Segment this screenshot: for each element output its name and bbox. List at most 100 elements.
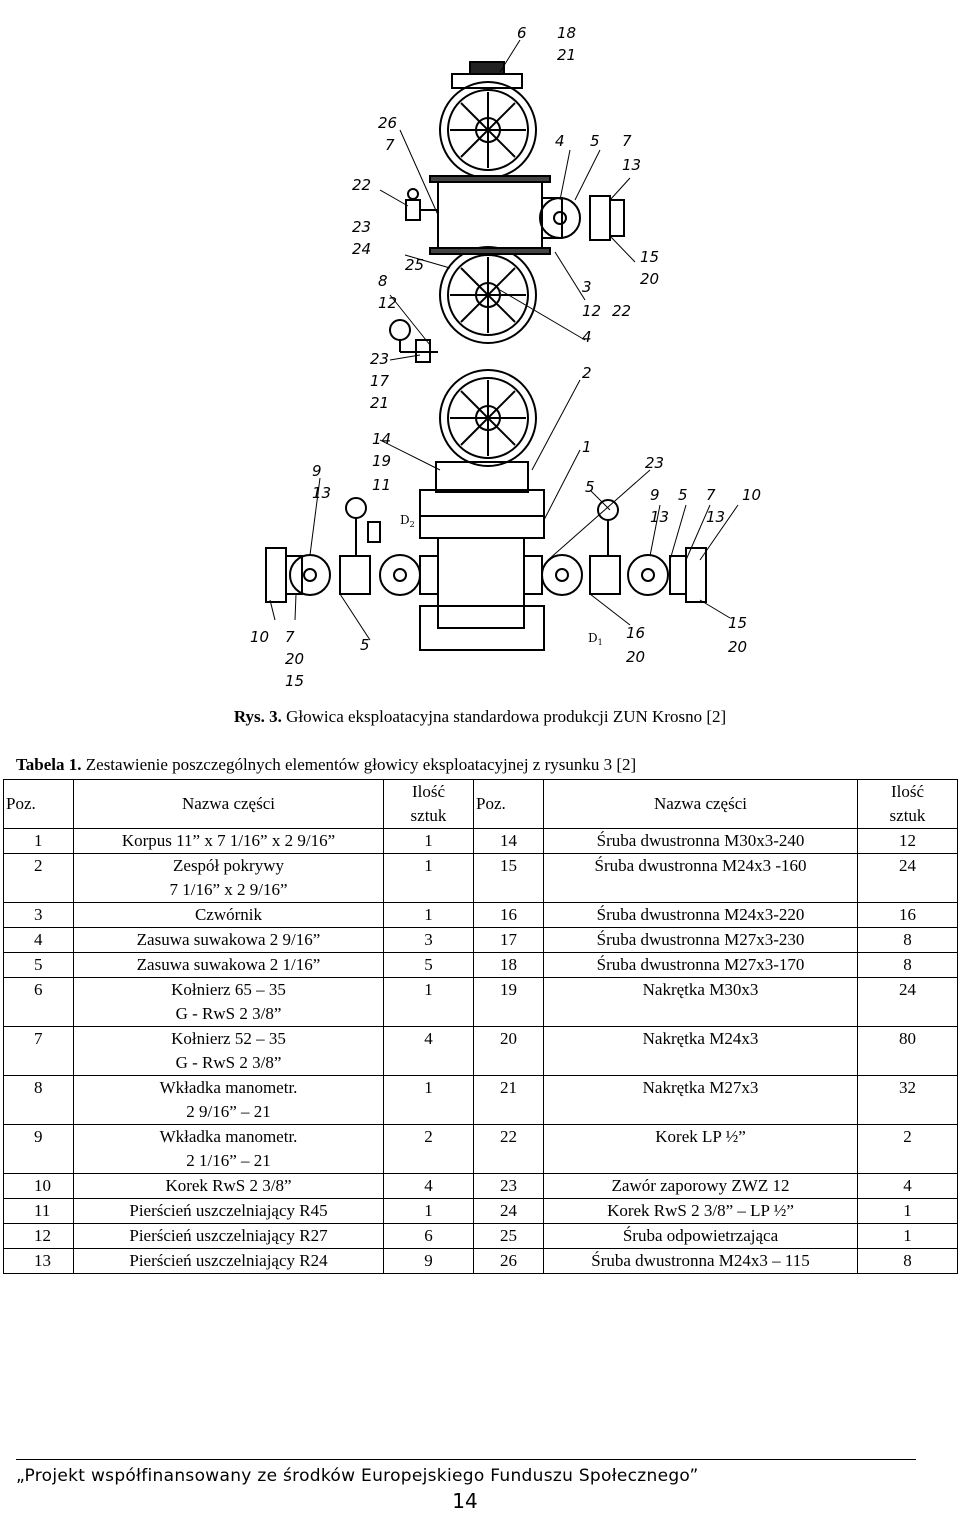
cell-poz: 18 [473, 952, 544, 978]
cell-name: Śruba dwustronna M24x3 – 115 [543, 1248, 858, 1274]
cell-poz: 11 [3, 1198, 74, 1224]
cell-name-line: Kołnierz 65 – 35 [171, 980, 286, 999]
cell-qty: 8 [857, 1248, 958, 1274]
cell-qty: 32 [857, 1075, 958, 1125]
cell-qty: 2 [383, 1124, 474, 1174]
callout: 20 [626, 648, 645, 666]
callout: 20 [728, 638, 747, 656]
callout: 15 [728, 614, 747, 632]
callout: 5 [590, 132, 600, 150]
footer-divider [16, 1459, 916, 1460]
cell-poz: 17 [473, 927, 544, 953]
cell-poz: 9 [3, 1124, 74, 1174]
cell-qty: 1 [857, 1198, 958, 1224]
callout: 13 [706, 508, 725, 526]
cell-name-line: Korek RwS 2 3/8” [165, 1176, 292, 1195]
cell-name: Śruba dwustronna M27x3-170 [543, 952, 858, 978]
cell-name-line: Zasuwa suwakowa 2 9/16” [136, 930, 321, 949]
cell-poz: 12 [3, 1223, 74, 1249]
cell-name-line: Pierścień uszczelniający R45 [129, 1201, 328, 1220]
callout: 5 [585, 478, 595, 496]
cell-poz: 4 [3, 927, 74, 953]
callout: 25 [405, 256, 424, 274]
cell-poz: 22 [473, 1124, 544, 1174]
callout: 15 [285, 672, 304, 690]
caption-prefix: Rys. 3. [233, 707, 282, 726]
callout: 16 [626, 624, 645, 642]
wellhead-drawing: 6 18 21 26 7 22 23 24 25 4 5 7 13 15 20 … [230, 0, 770, 695]
cell-name: Korek LP ½” [543, 1124, 858, 1174]
cell-qty: 4 [383, 1026, 474, 1076]
cell-poz: 15 [473, 853, 544, 903]
callout: 13 [312, 484, 331, 502]
callout: 21 [557, 46, 576, 64]
figure-caption: Rys. 3. Głowica eksploatacyjna standardo… [0, 707, 960, 727]
cell-qty: 1 [383, 902, 474, 928]
cell-name-line: G - RwS 2 3/8” [175, 1053, 282, 1072]
cell-qty: 1 [383, 977, 474, 1027]
callout: 18 [557, 24, 576, 42]
cell-qty: 3 [383, 927, 474, 953]
callout: 5 [678, 486, 688, 504]
cell-qty: 5 [383, 952, 474, 978]
cell-name-line: Wkładka manometr. [159, 1127, 298, 1146]
callout: 2 [582, 364, 592, 382]
cell-name: Zasuwa suwakowa 2 1/16” [73, 952, 384, 978]
callout: 6 [517, 24, 527, 42]
callout: 9 [650, 486, 660, 504]
callout: 21 [370, 394, 389, 412]
cell-poz: 3 [3, 902, 74, 928]
cell-qty: 8 [857, 927, 958, 953]
callout: 10 [742, 486, 761, 504]
callout: 23 [645, 454, 664, 472]
cell-name: Pierścień uszczelniający R27 [73, 1223, 384, 1249]
callout: 3 [582, 278, 592, 296]
callout: 20 [285, 650, 304, 668]
cell-poz: 10 [3, 1173, 74, 1199]
cell-name: Nakrętka M27x3 [543, 1075, 858, 1125]
cell-qty: 1 [383, 853, 474, 903]
callout: 4 [582, 328, 592, 346]
callout: 12 [378, 294, 397, 312]
table-title-prefix: Tabela 1. [16, 755, 82, 774]
cell-poz: 5 [3, 952, 74, 978]
cell-name: Śruba dwustronna M27x3-230 [543, 927, 858, 953]
cell-qty: 12 [857, 828, 958, 854]
cell-poz: 16 [473, 902, 544, 928]
table-title-text: Zestawienie poszczególnych elementów gło… [81, 755, 637, 774]
callout: 1 [582, 438, 592, 456]
cell-qty: 1 [383, 828, 474, 854]
callout: 12 [582, 302, 601, 320]
cell-name-line: Wkładka manometr. [159, 1078, 298, 1097]
cell-name-line: 2 1/16” – 21 [186, 1151, 271, 1170]
cell-name: Wkładka manometr. 2 1/16” – 21 [73, 1124, 384, 1174]
callout: 13 [650, 508, 669, 526]
header-poz: Poz. [473, 779, 544, 829]
cell-name: Czwórnik [73, 902, 384, 928]
cell-name-line: G - RwS 2 3/8” [175, 1004, 282, 1023]
cell-poz: 2 [3, 853, 74, 903]
callout: 7 [706, 486, 716, 504]
cell-name-line: Kołnierz 52 – 35 [171, 1029, 286, 1048]
callout: 7 [385, 136, 395, 154]
cell-name: Śruba dwustronna M24x3-220 [543, 902, 858, 928]
cell-name: Śruba odpowietrzająca [543, 1223, 858, 1249]
wellhead-schematic-svg: 6 18 21 26 7 22 23 24 25 4 5 7 13 15 20 … [250, 24, 761, 690]
callout: 14 [372, 430, 391, 448]
callout: 17 [370, 372, 390, 390]
callout: 9 [312, 462, 322, 480]
cell-poz: 13 [3, 1248, 74, 1274]
cell-qty: 1 [383, 1198, 474, 1224]
cell-name-line: Pierścień uszczelniający R27 [129, 1226, 328, 1245]
cell-name: Śruba dwustronna M24x3 -160 [543, 853, 858, 903]
cell-poz: 6 [3, 977, 74, 1027]
